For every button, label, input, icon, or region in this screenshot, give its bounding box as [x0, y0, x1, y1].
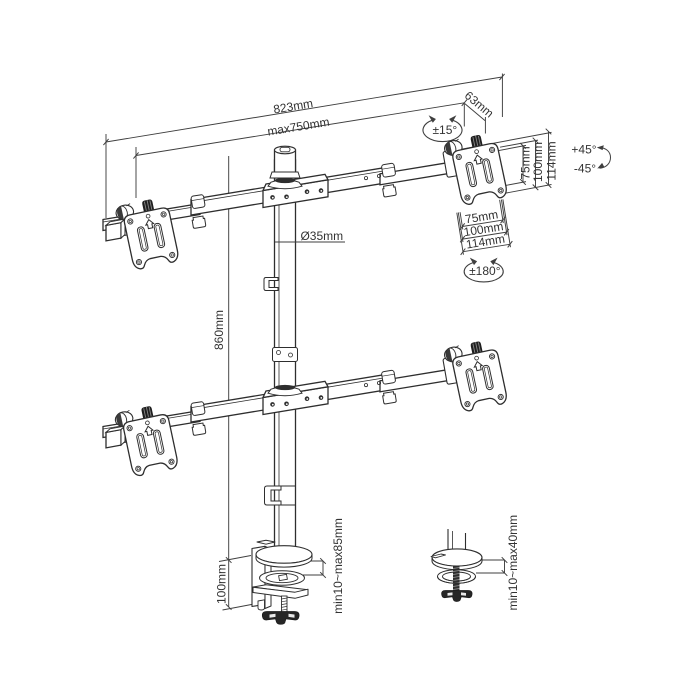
svg-text:-45°: -45°: [574, 161, 596, 175]
svg-text:823mm: 823mm: [272, 96, 314, 116]
svg-text:114mm: 114mm: [465, 232, 506, 252]
svg-text:860mm: 860mm: [212, 310, 226, 350]
svg-text:114mm: 114mm: [544, 141, 558, 180]
svg-text:+45°: +45°: [571, 142, 596, 156]
svg-text:±15°: ±15°: [432, 123, 457, 137]
svg-text:75mm: 75mm: [464, 207, 499, 226]
svg-text:100mm: 100mm: [531, 142, 545, 182]
svg-text:±180°: ±180°: [469, 264, 501, 278]
svg-text:100mm: 100mm: [463, 219, 505, 239]
svg-text:75mm: 75mm: [518, 146, 532, 179]
svg-text:Ø35mm: Ø35mm: [300, 229, 343, 243]
svg-text:min10~max40mm: min10~max40mm: [506, 515, 520, 611]
svg-text:min10~max85mm: min10~max85mm: [331, 518, 345, 614]
svg-text:100mm: 100mm: [215, 564, 229, 604]
